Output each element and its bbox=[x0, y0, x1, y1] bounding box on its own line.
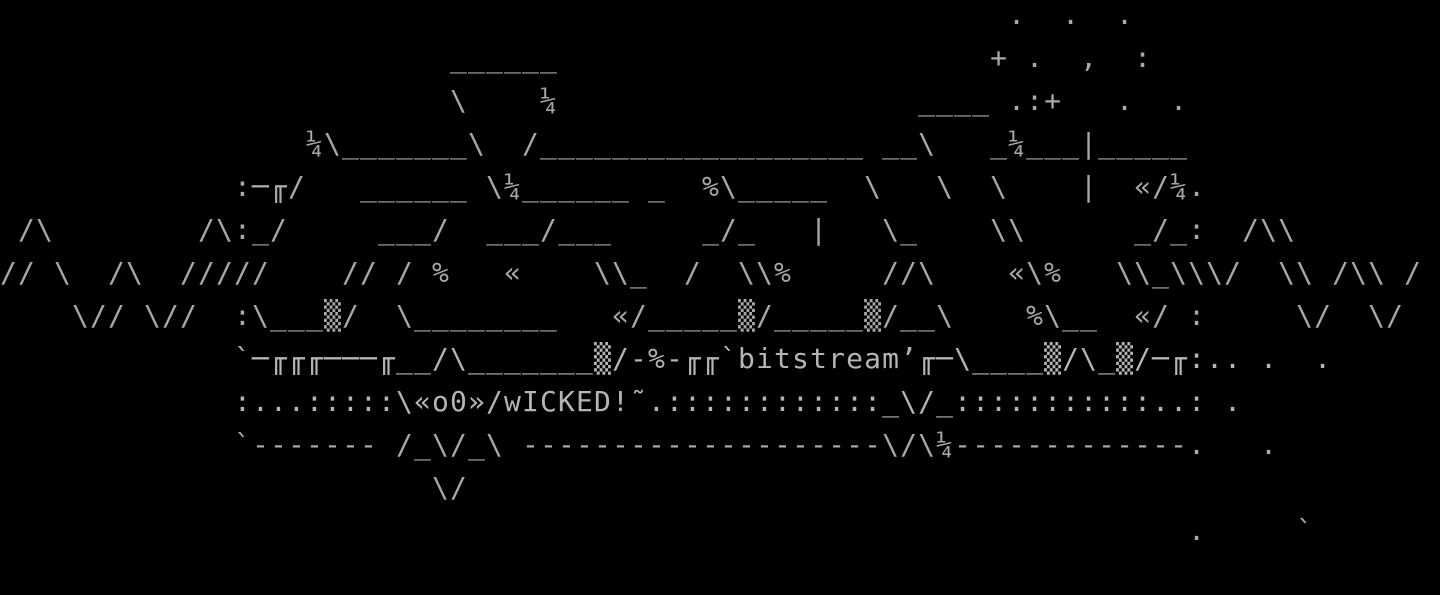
art-line-1: ______ + . , : bbox=[0, 41, 1153, 74]
art-line-13 bbox=[0, 552, 1440, 595]
art-line-0: . . . bbox=[0, 0, 1135, 31]
art-line-5: /\ /\:_/ ___/ ___/___ _/_ | \_ \\ _/_: /… bbox=[0, 213, 1297, 246]
art-line-bitstream: `─╓╓╓───╓__/\_______▒/-%-╓╓`bitstream’╓─… bbox=[0, 342, 1333, 375]
art-line-6: // \ /\ ///// // / % « \\_ / \\% //\ «\%… bbox=[0, 256, 1423, 289]
art-line-7: \// \// :\___▒/ \________ «/_____▒/_____… bbox=[0, 299, 1405, 332]
art-line-wicked: :...:::::\«o0»/wICKED!˜.::::::::::::_\/_… bbox=[0, 385, 1243, 418]
art-line-12: . ` bbox=[0, 514, 1315, 547]
art-line-3: ¼\_______\ /__________________ __\ _¼___… bbox=[0, 127, 1189, 160]
art-line-4: :─╓/ ______ \¼______ _ %\_____ \ \ \ | «… bbox=[0, 170, 1207, 203]
art-line-10: `------- /_\/_\ --------------------\/\¼… bbox=[0, 428, 1279, 461]
art-line-2: \ ¼ ____ .:+ . . bbox=[0, 84, 1189, 117]
art-line-11: \/ bbox=[0, 471, 469, 504]
